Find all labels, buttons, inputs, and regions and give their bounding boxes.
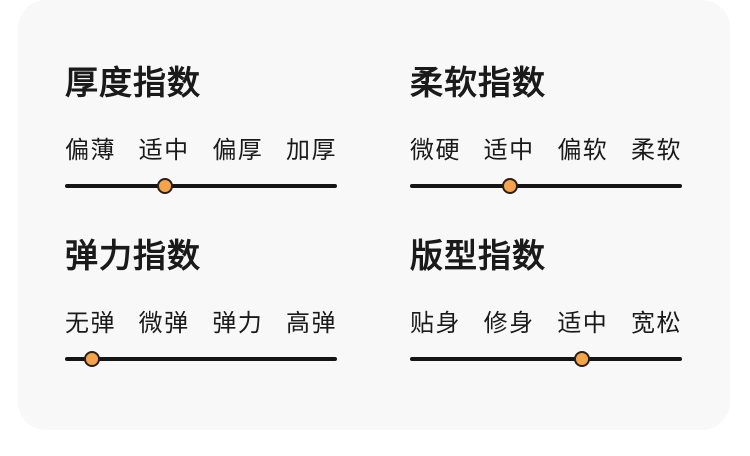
slider-track	[65, 356, 337, 361]
option-labels: 无弹微弹弹力高弹	[65, 310, 337, 339]
index-section: 弹力指数 无弹微弹弹力高弹	[65, 239, 337, 367]
option-label: 偏软	[557, 137, 609, 164]
slider-dot-indicator	[574, 350, 591, 367]
option-label: 适中	[483, 137, 535, 164]
index-grid: 厚度指数 偏薄适中偏厚加厚 柔软指数 微硬适中偏软柔软 弹力指数 无弹微弹弹力高…	[18, 0, 730, 367]
option-label: 修身	[483, 309, 535, 337]
index-section: 厚度指数 偏薄适中偏厚加厚	[65, 66, 337, 194]
section-title: 柔软指数	[410, 64, 546, 101]
index-slider	[65, 350, 337, 367]
index-slider	[410, 177, 682, 194]
option-labels: 偏薄适中偏厚加厚	[65, 137, 337, 166]
slider-dot-indicator	[156, 177, 173, 194]
option-labels: 贴身修身适中宽松	[410, 310, 682, 339]
slider-track	[65, 183, 337, 188]
option-label: 微硬	[410, 137, 461, 164]
section-title: 厚度指数	[65, 64, 201, 101]
option-label: 弹力	[212, 309, 264, 337]
index-slider	[65, 177, 337, 194]
slider-track	[410, 183, 682, 188]
option-label: 适中	[138, 137, 190, 164]
slider-track	[410, 356, 682, 361]
option-label: 微弹	[138, 309, 190, 337]
slider-dot-indicator	[84, 350, 101, 367]
option-label: 偏厚	[212, 137, 264, 164]
option-labels: 微硬适中偏软柔软	[410, 137, 682, 166]
option-label: 宽松	[630, 309, 682, 337]
index-section: 柔软指数 微硬适中偏软柔软	[410, 66, 682, 194]
section-title: 弹力指数	[65, 236, 201, 274]
option-label: 加厚	[285, 137, 337, 164]
slider-dot-indicator	[501, 177, 518, 194]
index-slider	[410, 350, 682, 367]
option-label: 贴身	[410, 309, 461, 337]
attribute-index-card: 厚度指数 偏薄适中偏厚加厚 柔软指数 微硬适中偏软柔软 弹力指数 无弹微弹弹力高…	[18, 0, 730, 430]
option-label: 偏薄	[65, 137, 116, 164]
option-label: 无弹	[65, 309, 116, 337]
option-label: 适中	[557, 309, 609, 337]
option-label: 高弹	[285, 309, 337, 337]
index-section: 版型指数 贴身修身适中宽松	[410, 239, 682, 367]
option-label: 柔软	[630, 137, 682, 164]
section-title: 版型指数	[410, 236, 546, 274]
